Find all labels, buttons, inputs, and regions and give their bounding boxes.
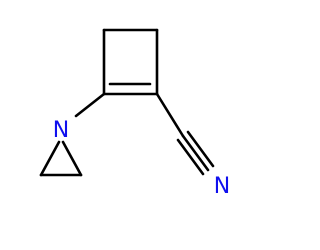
bond-triple-left xyxy=(176,138,205,176)
bond-c2-n xyxy=(74,92,106,118)
bond-c1-cn xyxy=(155,92,185,138)
bond-n-cb xyxy=(61,140,83,177)
aziridine-nitrogen-label: N xyxy=(53,118,69,143)
bond-n-ca xyxy=(39,140,61,177)
bond-triple-center xyxy=(181,134,210,172)
bond-triple-right xyxy=(186,130,215,168)
structure-canvas: N N xyxy=(39,28,230,199)
molecule-diagram: N N xyxy=(39,28,230,199)
nitrile-nitrogen-label: N xyxy=(214,174,230,199)
